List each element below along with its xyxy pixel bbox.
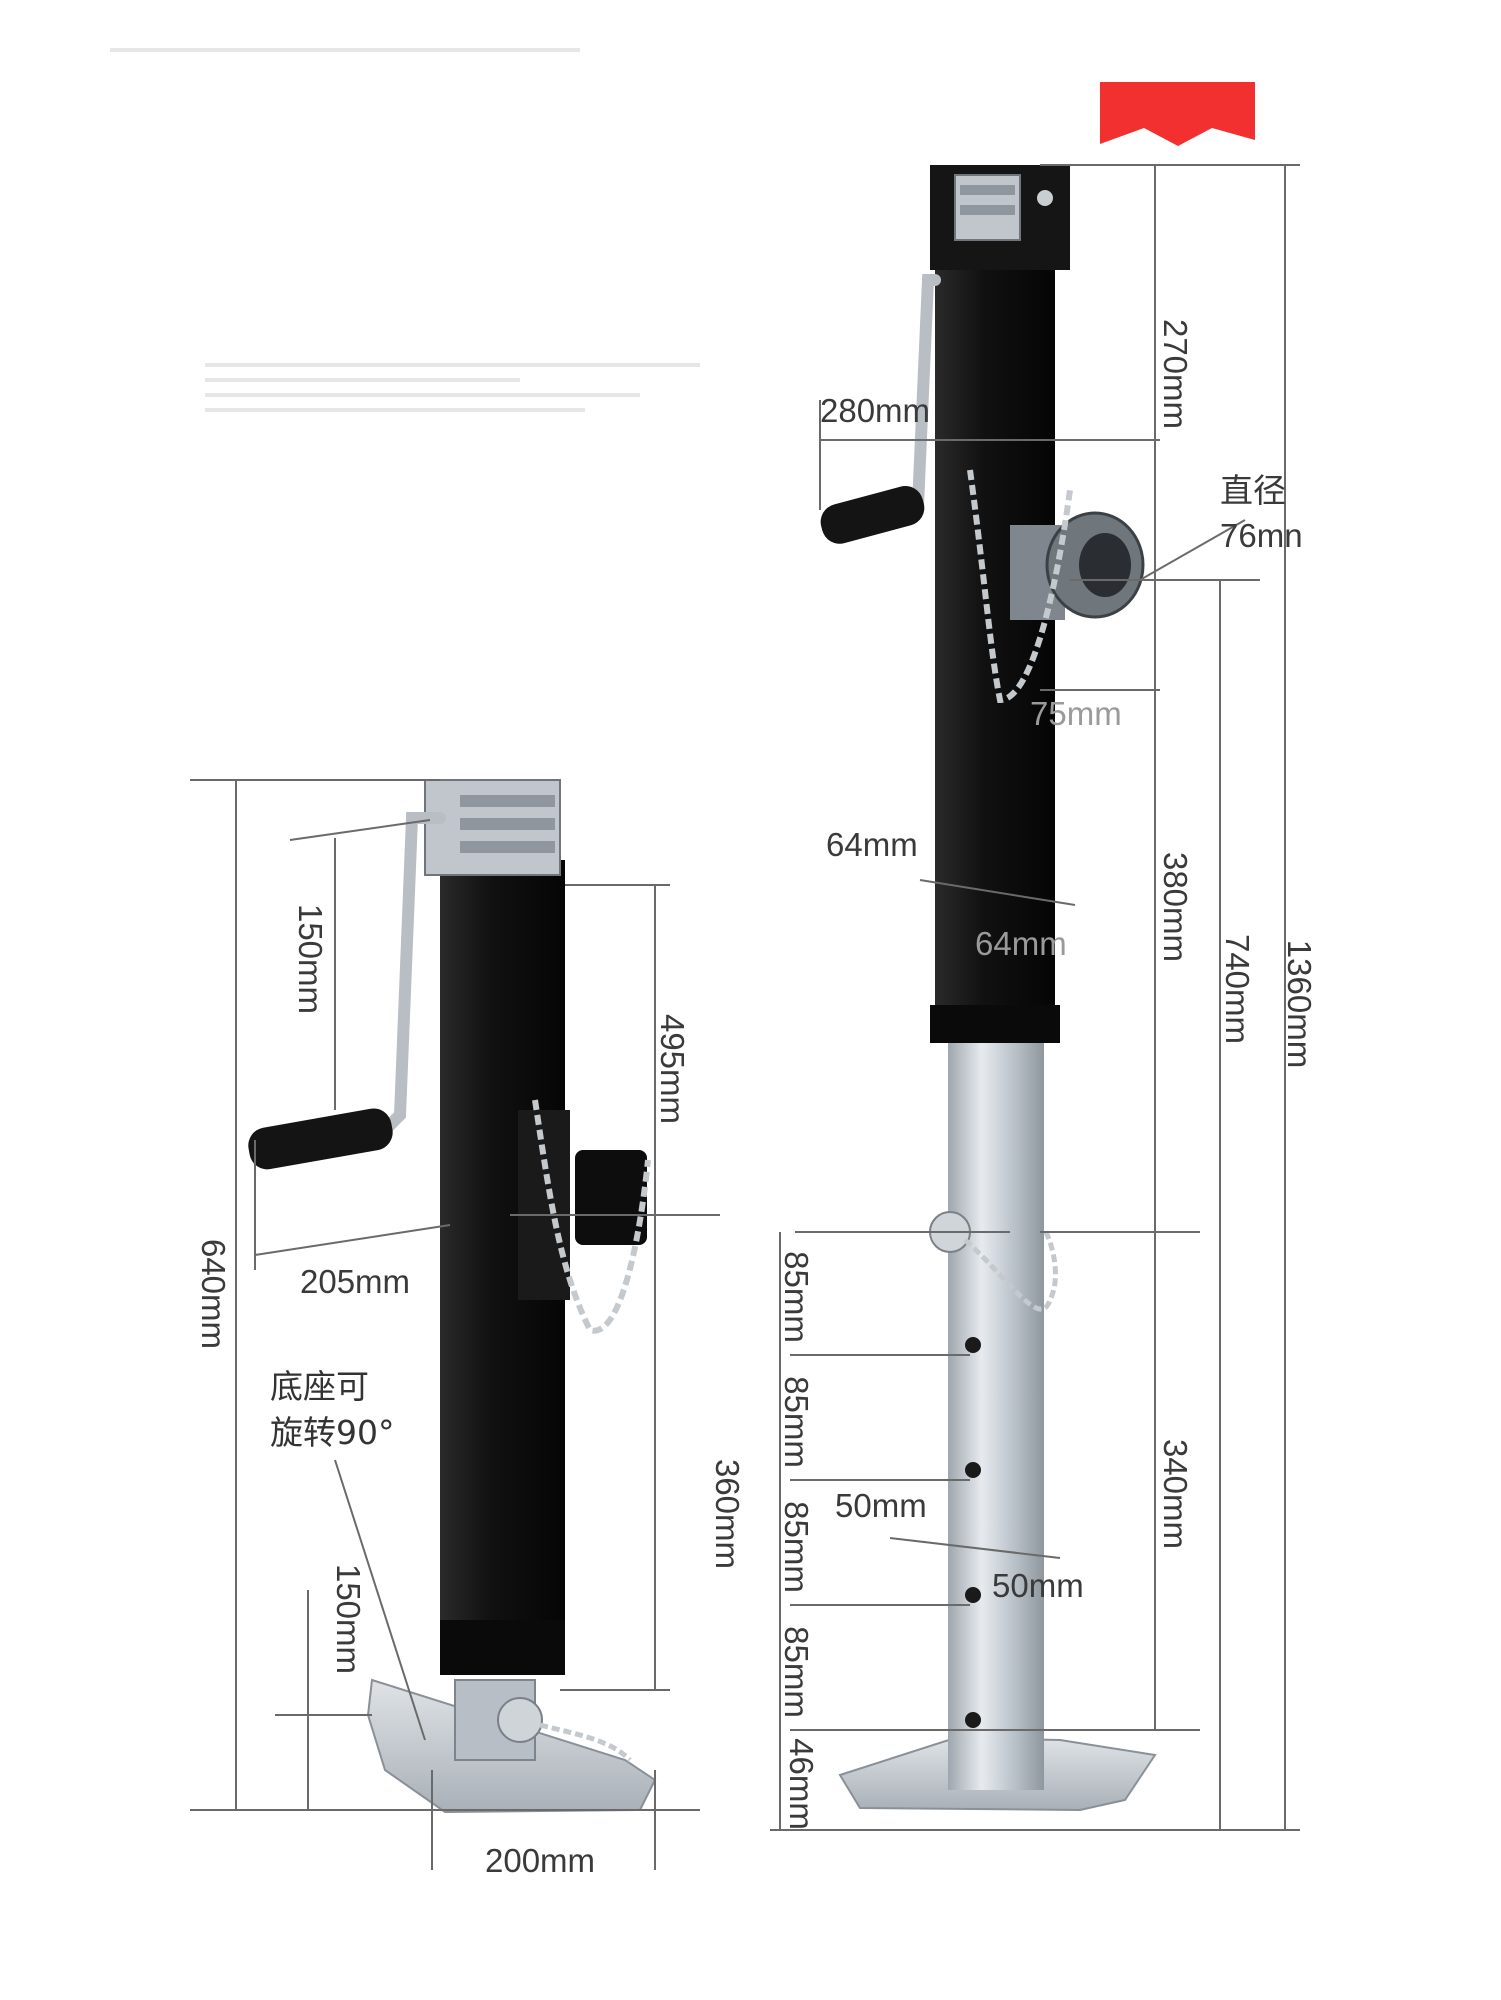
left-dimension-lines xyxy=(190,779,720,1870)
right-handle-length-label: 280mm xyxy=(820,392,931,429)
left-rotate-note: 底座可 旋转90° xyxy=(270,1364,395,1456)
left-foot-height-label: 150mm xyxy=(330,1563,368,1675)
right-tube-outer-b-label: 64mm xyxy=(975,925,1067,962)
right-chain xyxy=(967,469,1073,704)
right-diameter-label: 直径 xyxy=(1220,471,1286,510)
right-hole xyxy=(965,1462,981,1478)
right-hole-spacing-2-label: 85mm xyxy=(777,1376,815,1468)
right-jack xyxy=(820,165,1157,1812)
left-handle-offset-label: 150mm xyxy=(292,903,330,1015)
right-inner-section-label: 340mm xyxy=(1157,1438,1195,1550)
left-crank-grip xyxy=(248,1108,393,1170)
left-chain xyxy=(532,1099,651,1334)
right-crank-grip xyxy=(820,486,925,544)
right-hole xyxy=(965,1337,981,1353)
right-mount-height-label: 75mm xyxy=(1030,695,1122,732)
left-rotate-note-line1: 底座可 xyxy=(270,1367,369,1406)
left-rotate-note-line2: 旋转90° xyxy=(270,1413,395,1452)
left-side-mount xyxy=(518,1110,570,1300)
right-inner-tube-a-label: 50mm xyxy=(835,1487,927,1524)
right-diameter-value: 76mn xyxy=(1220,517,1303,554)
right-bottom-gap-label: 46mm xyxy=(782,1738,820,1830)
right-hole xyxy=(965,1712,981,1728)
left-jack xyxy=(248,779,657,1814)
right-top-section-label: 270mm xyxy=(1157,318,1195,430)
right-total-height-label: 1360mm xyxy=(1281,939,1319,1069)
left-handle-reach-label: 205mm xyxy=(300,1263,411,1300)
right-tube-collar xyxy=(930,1005,1060,1043)
right-hole xyxy=(965,1587,981,1603)
right-hole-spacing-4-label: 85mm xyxy=(777,1626,815,1718)
right-hole-spacing-3-label: 85mm xyxy=(777,1501,815,1593)
right-inner-tube xyxy=(948,1020,1044,1790)
right-mid-section-label: 380mm xyxy=(1157,851,1195,963)
right-hole-spacing-1-label: 85mm xyxy=(777,1251,815,1343)
left-upper-tube-label: 495mm xyxy=(654,1013,692,1125)
right-outer-tube xyxy=(935,250,1055,1030)
left-foot-width-label: 200mm xyxy=(485,1842,596,1879)
left-lower-to-foot-label: 360mm xyxy=(709,1458,747,1570)
faint-header-lines xyxy=(110,48,700,412)
left-total-height-label: 640mm xyxy=(195,1238,233,1350)
right-lower-section-label: 740mm xyxy=(1219,933,1257,1045)
red-flag-marker xyxy=(1100,82,1255,146)
left-tube-collar xyxy=(440,1620,565,1675)
right-dimension-lines xyxy=(770,164,1300,1831)
right-tube-outer-a-label: 64mm xyxy=(826,826,918,863)
right-inner-tube-b-label: 50mm xyxy=(992,1567,1084,1604)
